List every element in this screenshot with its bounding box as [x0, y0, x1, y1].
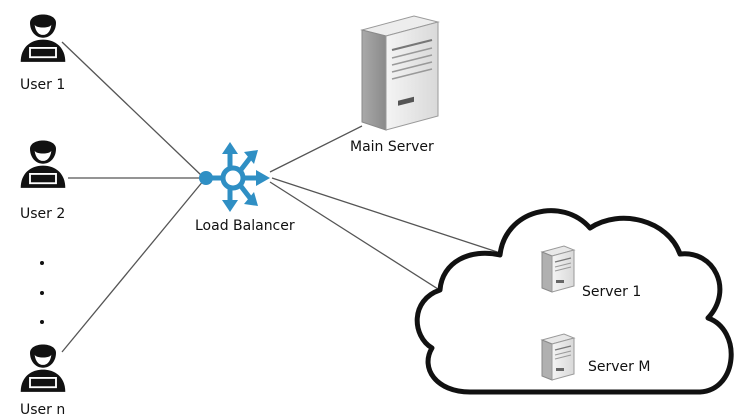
server-tower-icon [360, 15, 440, 131]
link-balancer-server1 [271, 177, 541, 267]
main-server-label: Main Server [350, 139, 434, 155]
user-2-label: User 2 [20, 206, 66, 222]
server-m-label: Server M [588, 359, 651, 375]
ellipsis-dot [40, 261, 44, 265]
user-2-icon [20, 140, 66, 188]
link-balancer-mainserver [269, 125, 363, 173]
server-1-label: Server 1 [582, 284, 642, 300]
load-balancer-icon [199, 142, 270, 212]
link-user1-balancer [61, 41, 203, 177]
server-m-icon [541, 333, 575, 381]
user-n-label: User n [20, 402, 66, 418]
user-n-icon [20, 344, 66, 392]
server-1-icon [541, 245, 575, 293]
user-1-label: User 1 [20, 77, 66, 93]
ellipsis-dot [40, 291, 44, 295]
link-usern-balancer [61, 179, 205, 353]
user-1-icon [20, 14, 66, 62]
load-balancer-label: Load Balancer [195, 218, 295, 234]
ellipsis-dot [40, 320, 44, 324]
cloud-icon [414, 208, 734, 395]
